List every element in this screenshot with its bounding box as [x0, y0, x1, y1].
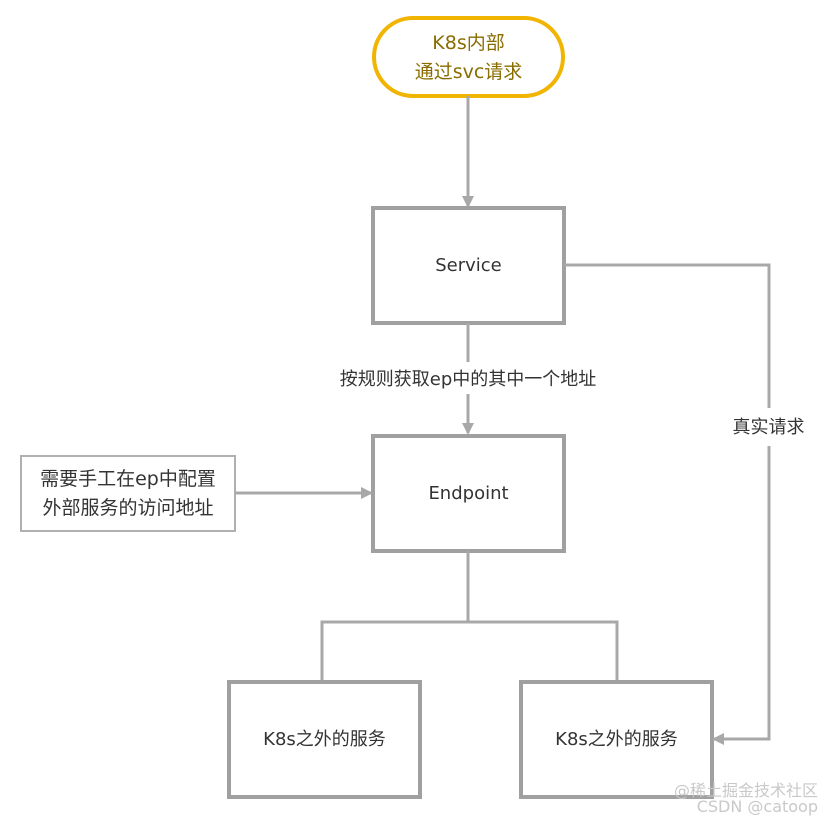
start-node-line1: K8s内部: [432, 32, 504, 54]
external-service-left: K8s之外的服务: [227, 680, 422, 799]
real-request-label-background: [720, 408, 817, 446]
edge-label-service-to-endpoint: 按规则获取ep中的其中一个地址: [340, 369, 597, 390]
endpoint-node-label: Endpoint: [428, 483, 508, 504]
edge-endpoint-branch-right: [468, 620, 619, 681]
start-node: K8s内部 通过svc请求: [372, 16, 565, 98]
watermark-line1: @稀土掘金技术社区: [674, 781, 818, 800]
note-line1: 需要手工在ep中配置: [40, 468, 216, 490]
edge-label-background: [314, 362, 636, 394]
note-line2: 外部服务的访问地址: [42, 497, 213, 519]
edge-real-request: [564, 263, 771, 745]
external-service-right: K8s之外的服务: [519, 680, 714, 799]
endpoint-node: Endpoint: [371, 434, 566, 553]
external-service-right-label: K8s之外的服务: [555, 729, 678, 750]
edge-endpoint-branch: [320, 551, 470, 681]
service-node: Service: [371, 206, 566, 325]
note-box: 需要手工在ep中配置 外部服务的访问地址: [20, 455, 236, 532]
start-node-line2: 通过svc请求: [415, 61, 523, 83]
service-node-label: Service: [435, 255, 502, 276]
real-request-label: 真实请求: [733, 417, 805, 438]
external-service-left-label: K8s之外的服务: [263, 729, 386, 750]
watermark-line2: CSDN @catoop: [697, 797, 818, 816]
